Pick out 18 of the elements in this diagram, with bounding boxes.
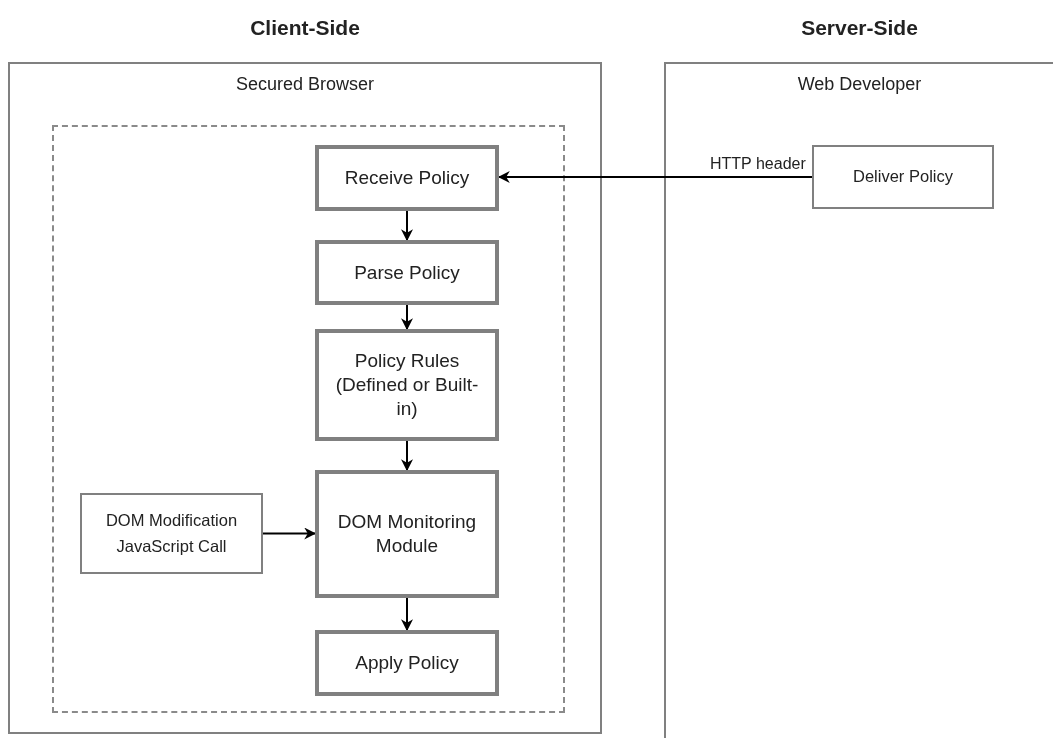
arrow <box>401 210 413 242</box>
arrow <box>262 527 317 540</box>
process-box: Apply Policy <box>315 630 499 696</box>
process-box: DOM Modification JavaScript Call <box>80 493 263 574</box>
section-heading: Client-Side <box>250 16 360 40</box>
process-box: DOM Monitoring Module <box>315 470 499 598</box>
arrow <box>401 597 413 632</box>
region-label: Web Developer <box>797 74 922 95</box>
arrow <box>497 171 813 183</box>
process-box: Deliver Policy <box>812 145 994 209</box>
process-box: Receive Policy <box>315 145 499 211</box>
process-box: Parse Policy <box>315 240 499 305</box>
dashed-boundary-box <box>52 125 565 713</box>
process-box: Policy Rules (Defined or Built-in) <box>315 329 499 441</box>
arrow <box>401 440 413 472</box>
arrow <box>401 304 413 331</box>
section-heading: Server-Side <box>801 16 918 40</box>
region-label: Secured Browser <box>235 74 375 95</box>
